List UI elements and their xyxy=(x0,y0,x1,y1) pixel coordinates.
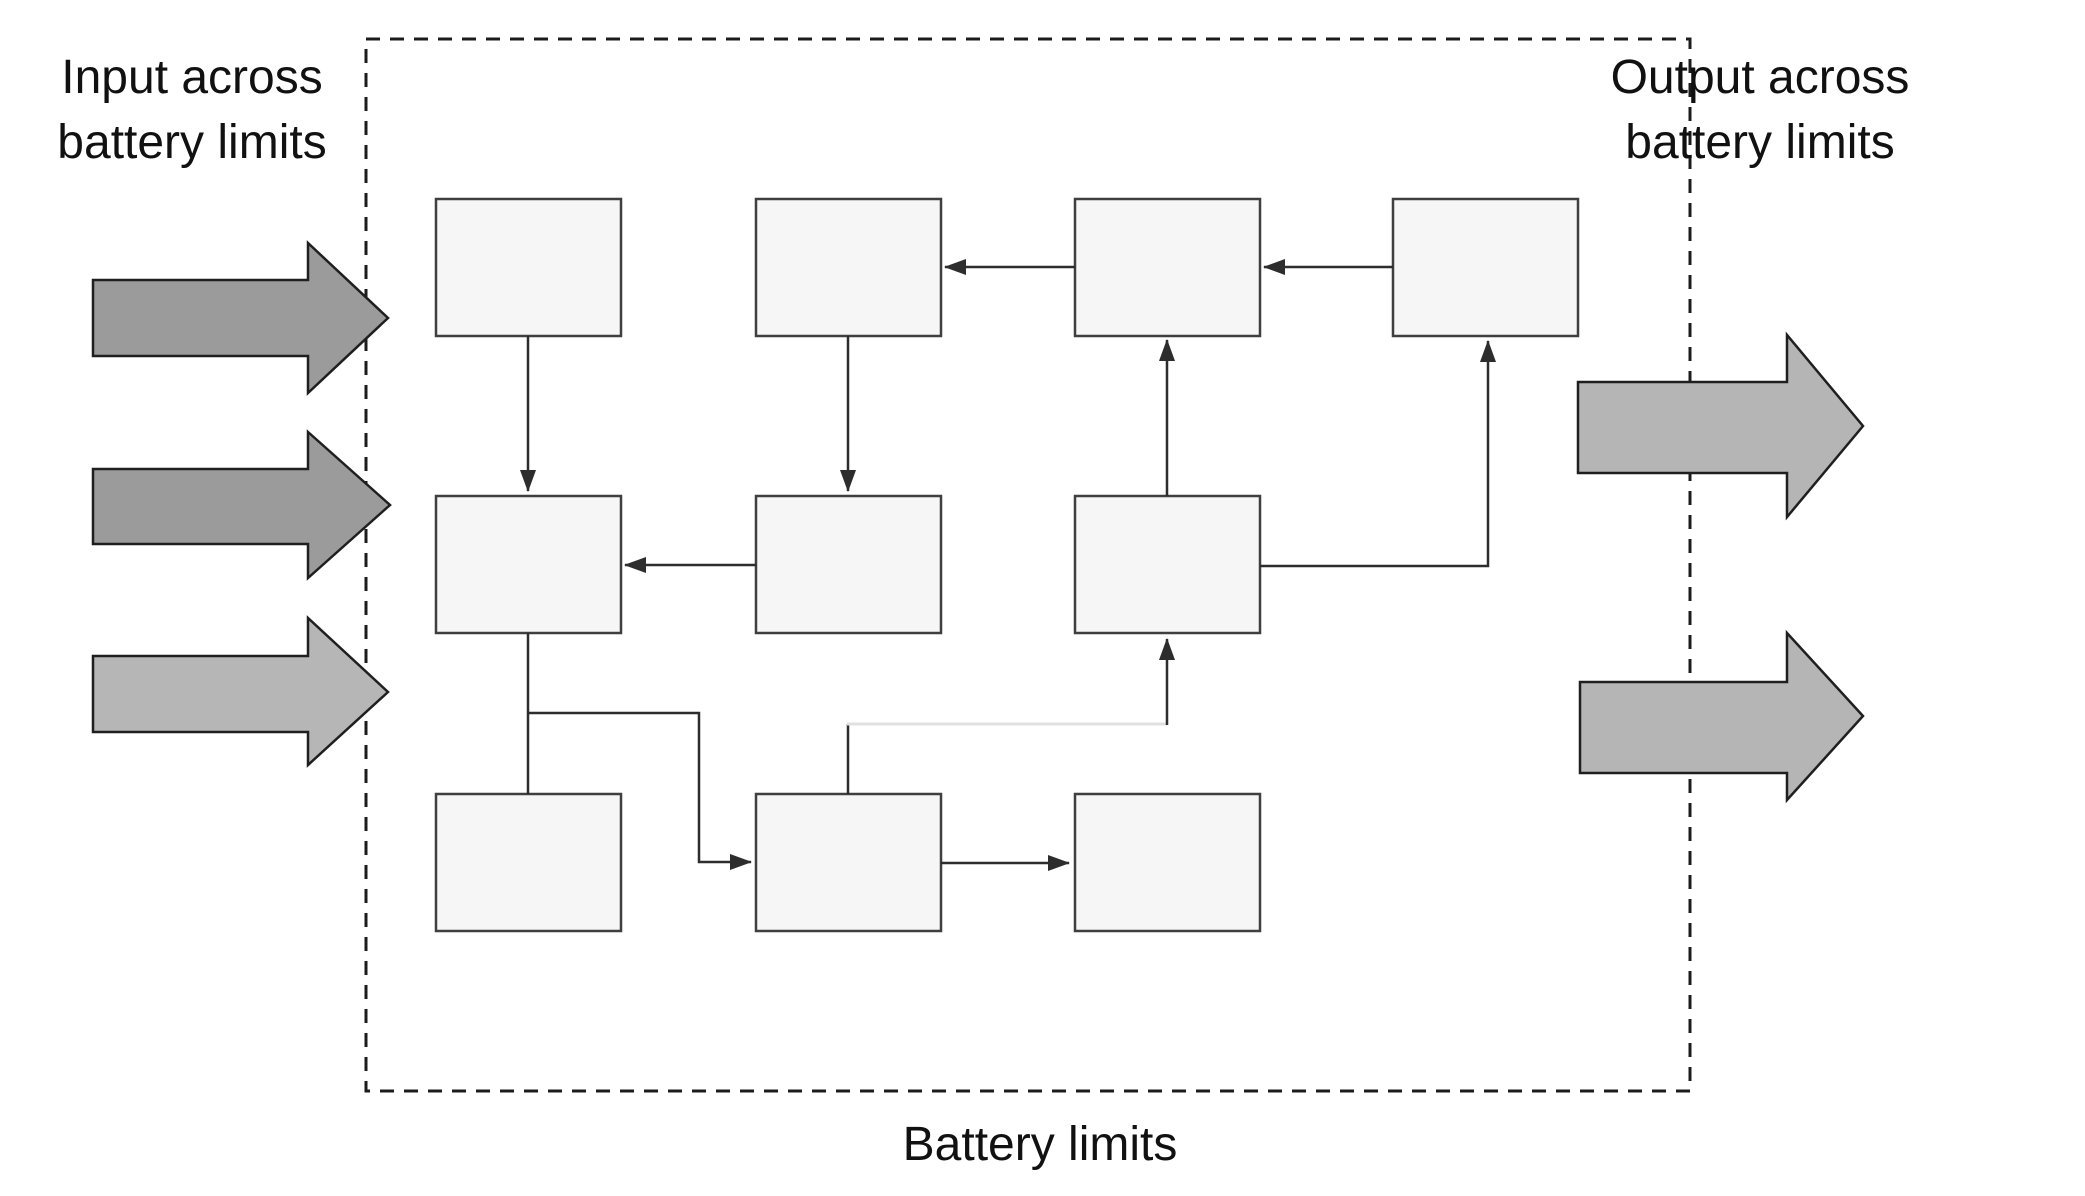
process-box-r3c3 xyxy=(1073,792,1262,933)
process-box-r3c1 xyxy=(434,792,623,933)
process-box-r2c1 xyxy=(434,494,623,635)
process-box-r2c3 xyxy=(1073,494,1262,635)
process-box-r1c4 xyxy=(1391,197,1580,338)
process-box-r1c1 xyxy=(434,197,623,338)
process-box-r3c2 xyxy=(754,792,943,933)
input-label-line2: battery limits xyxy=(57,116,326,169)
flow-arrow-r2c3-to-r1c4 xyxy=(1260,340,1496,568)
input-arrow-1-icon xyxy=(91,240,390,396)
output-arrow-1-icon xyxy=(1576,331,1865,521)
boundary-caption: Battery limits xyxy=(903,1118,1178,1171)
output-label-line1: Output across xyxy=(1611,51,1910,104)
process-box-r1c3 xyxy=(1073,197,1262,338)
process-box-r1c2 xyxy=(754,197,943,338)
input-label-line1: Input across xyxy=(61,51,322,104)
input-arrow-3-icon xyxy=(91,615,390,768)
battery-limits-boundary xyxy=(364,37,1692,1093)
output-label-line2: battery limits xyxy=(1625,116,1894,169)
flow-arrow-r2c1-to-r3c2 xyxy=(528,711,752,870)
input-arrow-2-icon xyxy=(91,429,392,581)
process-box-r2c2 xyxy=(754,494,943,635)
output-arrow-2-icon xyxy=(1578,629,1865,804)
